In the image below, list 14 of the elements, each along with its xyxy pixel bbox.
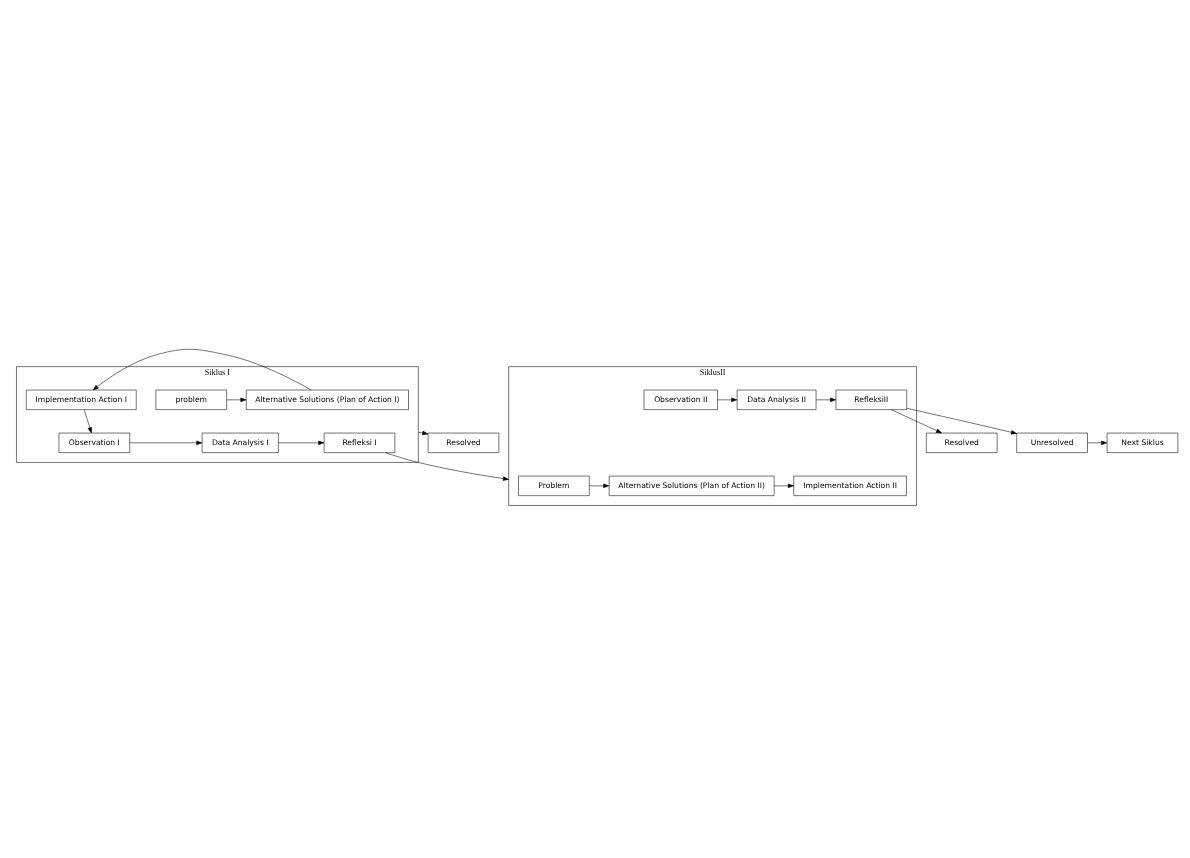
arrow <box>891 408 942 433</box>
arrow <box>385 451 509 481</box>
arrow <box>226 397 247 402</box>
arrow <box>129 440 203 445</box>
arrow <box>278 440 325 445</box>
arrow <box>589 483 610 488</box>
arrow <box>815 397 837 402</box>
arrow <box>83 408 92 433</box>
arrow <box>92 348 312 390</box>
arrow <box>1087 440 1108 445</box>
arrow <box>418 430 429 435</box>
arrow <box>906 407 1017 434</box>
arrow <box>717 397 738 402</box>
arrow <box>774 483 794 488</box>
